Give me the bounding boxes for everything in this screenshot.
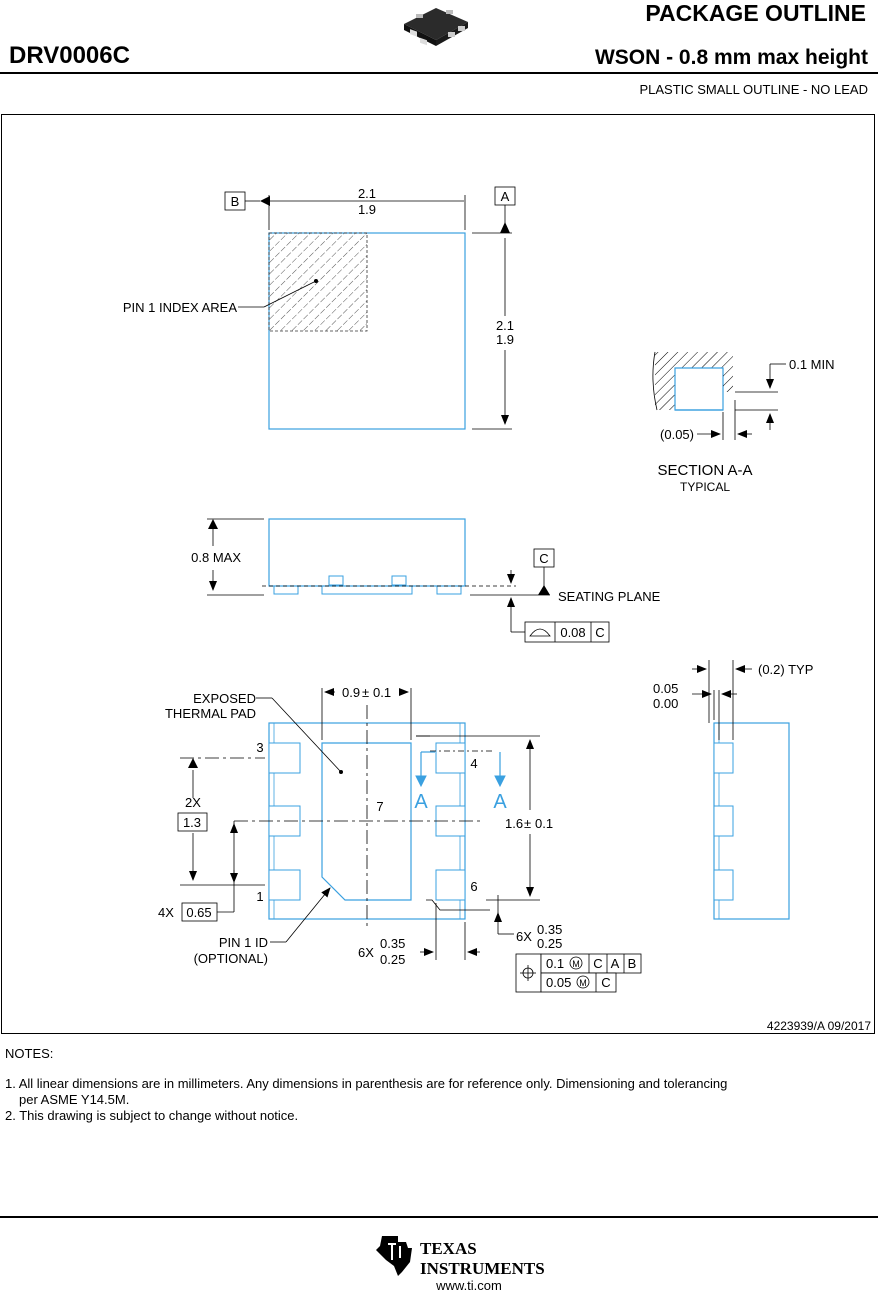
lead-count-b: 6X <box>516 929 532 944</box>
pin-6-label: 6 <box>470 879 477 894</box>
pin1-id-line2: (OPTIONAL) <box>194 951 268 966</box>
bottom-view: 0.9 ± 0.1 EXPOSED THERMAL PAD 3 4 7 1 6 … <box>158 685 642 993</box>
section-title: SECTION A-A <box>657 462 752 479</box>
pm-sign-2: ± <box>524 816 531 831</box>
header-rule <box>0 72 878 74</box>
note-1: 1. All linear dimensions are in millimet… <box>5 1076 728 1091</box>
seating-plane-label: SEATING PLANE <box>558 589 661 604</box>
lead-width-max: 0.35 <box>380 936 405 951</box>
fcf-row2-datum: C <box>601 975 610 990</box>
end-view: (0.2) TYP 0.05 0.00 <box>653 660 813 920</box>
lead-length-min: 0.25 <box>537 936 562 951</box>
fcf-row1-datum-a: A <box>611 956 620 971</box>
exposed-pad-line2: THERMAL PAD <box>165 706 256 721</box>
pin1-index-area <box>268 232 368 332</box>
exposed-pad-line1: EXPOSED <box>193 691 256 706</box>
mmc-icon-2 <box>576 975 590 989</box>
lead-width-min: 0.25 <box>380 952 405 967</box>
lead-count-a: 6X <box>358 945 374 960</box>
section-ref: (0.05) <box>660 427 694 442</box>
pin-7-label: 7 <box>376 799 383 814</box>
texas-state-icon <box>376 1236 412 1276</box>
part-number: DRV0006C <box>9 42 130 69</box>
notes-heading: NOTES: <box>5 1046 54 1061</box>
pin1-id-line1: PIN 1 ID <box>219 935 268 950</box>
logo-line1: TEXAS <box>420 1239 477 1258</box>
pin-3-label: 3 <box>256 740 263 755</box>
package-drawing: B 2.1 1.9 A 2.1 1.9 PIN 1 INDEX AREA 0.1… <box>123 186 871 1033</box>
fcf-row2-value: 0.05 <box>546 975 571 990</box>
package-name: WSON - 0.8 mm max height <box>594 46 868 69</box>
section-a-markers <box>415 751 506 788</box>
pad-width: 0.9 <box>342 685 360 700</box>
fcf-row1-datum-c: C <box>593 956 602 971</box>
width-min: 1.9 <box>358 202 376 217</box>
ti-logo: TEXAS INSTRUMENTS <box>376 1236 545 1278</box>
notes: NOTES: 1. All linear dimensions are in m… <box>5 1046 865 1124</box>
pin-count-4x: 4X <box>158 905 174 920</box>
position-tolerance-frame: 0.1 M C A B 0.05 M C <box>515 953 642 993</box>
flatness-datum: C <box>595 625 604 640</box>
width-max: 2.1 <box>358 186 376 201</box>
note-2: 2. This drawing is subject to change wit… <box>5 1108 299 1123</box>
pad-width-tol: 0.1 <box>373 685 391 700</box>
pitch-count: 2X <box>185 795 201 810</box>
pin1-index-label: PIN 1 INDEX AREA <box>123 300 237 315</box>
package-subtitle: PLASTIC SMALL OUTLINE - NO LEAD <box>639 82 868 97</box>
typ-label: (0.2) TYP <box>758 662 813 677</box>
section-a-a: 0.1 MIN (0.05) SECTION A-A TYPICAL <box>652 351 835 494</box>
lead-length-max: 0.35 <box>537 922 562 937</box>
side-view: 0.8 MAX C SEATING PLANE 0.08 C <box>191 518 661 643</box>
pitch-value: 1.3 <box>183 815 201 830</box>
ti-url: www.ti.com <box>436 1278 502 1293</box>
package-icon <box>404 8 468 46</box>
fcf-row1-value: 0.1 <box>546 956 564 971</box>
datum-b: B <box>231 194 240 209</box>
standoff-min: 0.00 <box>653 696 678 711</box>
section-marker-left: A <box>414 791 428 813</box>
drawing-number: 4223939/A 09/2017 <box>767 1019 871 1033</box>
top-view: B 2.1 1.9 A 2.1 1.9 PIN 1 INDEX AREA <box>123 186 516 430</box>
fcf-row1-datum-b: B <box>628 956 637 971</box>
section-min: 0.1 MIN <box>789 357 835 372</box>
pad-length: 1.6 <box>505 816 523 831</box>
pad-length-tol: 0.1 <box>535 816 553 831</box>
pin-pitch: 0.65 <box>186 905 211 920</box>
datum-c: C <box>539 551 548 566</box>
pm-sign-1: ± <box>362 685 369 700</box>
page-title: PACKAGE OUTLINE <box>645 0 866 26</box>
section-subtitle: TYPICAL <box>680 480 730 494</box>
mmc-letter: M <box>572 959 580 969</box>
flatness-value: 0.08 <box>560 625 585 640</box>
pin-4-label: 4 <box>470 756 477 771</box>
flatness-frame <box>524 621 610 643</box>
thermal-pad <box>321 742 412 901</box>
logo-line2: INSTRUMENTS <box>420 1259 545 1278</box>
height-max: 2.1 <box>496 318 514 333</box>
mmc-icon <box>569 956 583 970</box>
footer-rule <box>0 1216 878 1218</box>
drawing-frame <box>1 114 875 1034</box>
mmc-letter-2: M <box>579 978 587 988</box>
pin-1-label: 1 <box>256 889 263 904</box>
note-1-cont: per ASME Y14.5M. <box>19 1092 130 1107</box>
height-min: 1.9 <box>496 332 514 347</box>
standoff-max: 0.05 <box>653 681 678 696</box>
section-marker-right: A <box>493 791 507 813</box>
datum-a: A <box>501 189 510 204</box>
height-max-label: 0.8 MAX <box>191 550 241 565</box>
flatness-symbol-icon <box>529 628 551 637</box>
